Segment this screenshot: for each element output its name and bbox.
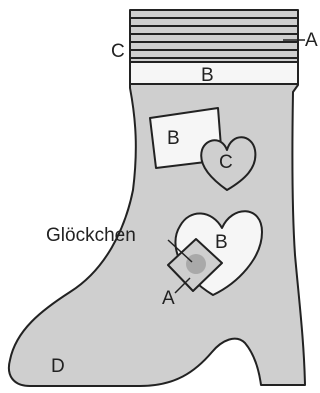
label-c-top: C: [111, 41, 125, 62]
label-c-heart: C: [219, 152, 233, 173]
bell-icon: [186, 254, 206, 274]
cuff-stripes: [130, 10, 298, 58]
label-b-cuff: B: [201, 65, 214, 86]
label-b-heart: B: [215, 232, 228, 253]
label-d-sole: D: [51, 356, 65, 377]
label-b-square: B: [167, 128, 180, 149]
cuff-band: [130, 62, 298, 84]
label-a-top: A: [305, 30, 318, 51]
label-a-bottom: A: [162, 288, 175, 309]
label-bell: Glöckchen: [46, 225, 136, 246]
